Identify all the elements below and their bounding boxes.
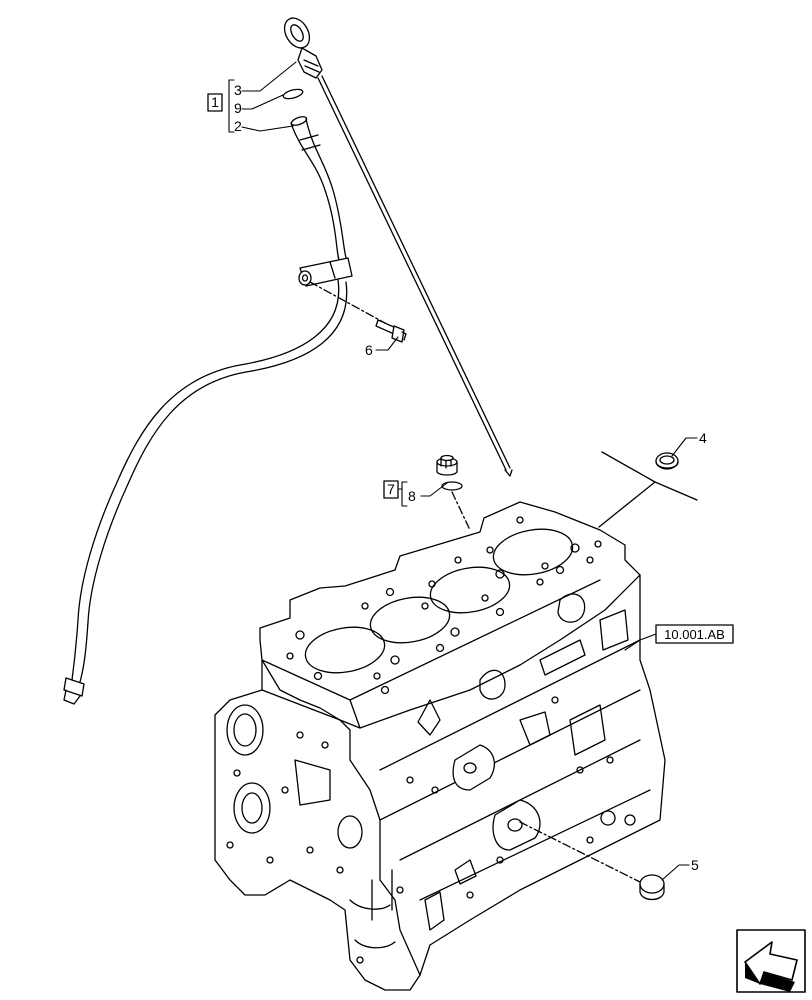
callout-8[interactable]: 8 (408, 488, 416, 504)
callout-4[interactable]: 4 (699, 430, 707, 446)
reference-label: 10.001.AB (664, 627, 725, 642)
callout-7[interactable]: 7 (383, 480, 399, 499)
callout-5[interactable]: 5 (691, 857, 699, 873)
arrow-back-icon[interactable] (736, 929, 806, 993)
plug-4[interactable] (655, 452, 679, 470)
leader-lines (228, 61, 698, 881)
callout-6[interactable]: 6 (365, 342, 373, 358)
plug-5[interactable] (639, 874, 665, 901)
plug-7[interactable] (436, 454, 458, 476)
reference-link[interactable]: 10.001.AB (655, 624, 734, 644)
dipstick[interactable] (279, 14, 513, 477)
callout-1-text: 1 (211, 94, 219, 110)
callout-1[interactable]: 1 (207, 93, 223, 112)
dipstick-guide-tube[interactable] (63, 115, 353, 705)
callout-9[interactable]: 9 (234, 100, 242, 116)
bolt-6[interactable] (375, 319, 407, 343)
engine-block (214, 501, 666, 991)
o-ring-9[interactable] (282, 88, 304, 101)
washer-8[interactable] (441, 481, 463, 491)
callout-2[interactable]: 2 (234, 118, 242, 134)
callout-3[interactable]: 3 (234, 82, 242, 98)
callout-7-text: 7 (387, 481, 395, 497)
